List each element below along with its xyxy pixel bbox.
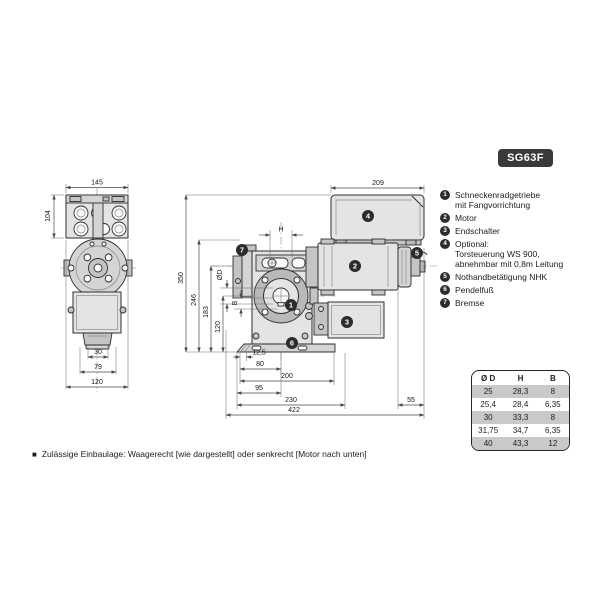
svg-text:2: 2 [353,262,357,271]
legend-item: 1 Schneckenradgetriebe mit Fangvorrichtu… [440,190,600,210]
dim-246: 246 [191,294,198,306]
legend-text-3: Endschalter [455,226,500,236]
legend-item: 7 Bremse [440,298,600,308]
legend-number-1: 1 [440,190,450,200]
legend-item: 3 Endschalter [440,226,600,236]
dim-200: 200 [281,373,293,380]
model-badge: SG63F [498,149,553,167]
svg-text:7: 7 [240,246,244,255]
dim-55: 55 [407,397,415,404]
dim-H: H [278,227,283,234]
dim-30: 30 [94,349,102,356]
svg-text:4: 4 [366,212,371,221]
callout-6: 6 [286,337,298,349]
col-header-b: B [549,374,556,383]
legend: 1 Schneckenradgetriebe mit Fangvorrichtu… [440,190,600,311]
dim-104: 104 [45,210,52,222]
legend-text-1: Schneckenradgetriebe mit Fangvorrichtung [455,190,541,210]
legend-item: 6 Pendelfuß [440,285,600,295]
svg-text:3: 3 [345,318,349,327]
callout-2: 2 [349,260,361,272]
dim-145: 145 [91,180,103,187]
dim-422: 422 [288,407,300,414]
legend-number-6: 6 [440,285,450,295]
legend-number-3: 3 [440,226,450,236]
table-row: 31,75 34,7 6,35 [478,426,561,435]
side-view-drawing: 350 246 183 120 ØD B [178,180,438,419]
dim-B: B [232,300,239,305]
legend-text-4: Optional: Torsteuerung WS 900, abnehmbar… [455,239,564,269]
col-header-h: H [517,374,524,383]
shaft-dimension-table: Ø D H B 25 28,3 8 25,4 28,4 6,35 30 [471,370,570,451]
legend-text-7: Bremse [455,298,485,308]
col-header-d: Ø D [481,374,496,383]
legend-text-6: Pendelfuß [455,285,494,295]
square-bullet-icon: ■ [32,450,37,459]
legend-text-2: Motor [455,213,477,223]
dim-12-5: 12,5 [252,350,266,357]
dim-120-main: 120 [215,321,222,333]
dim-350: 350 [178,272,185,284]
svg-text:6: 6 [290,339,294,348]
dim-120-left: 120 [91,379,103,386]
installation-note: ■ Zulässige Einbaulage: Waagerecht [wie … [32,449,582,460]
callout-4: 4 [362,210,374,222]
table-row: 40 43,3 12 [472,437,569,450]
callout-5: 5 [411,247,423,259]
legend-item: 4 Optional: Torsteuerung WS 900, abnehmb… [440,239,600,269]
legend-number-2: 2 [440,213,450,223]
svg-text:1: 1 [289,301,293,310]
callout-3: 3 [341,316,353,328]
callout-7: 7 [236,244,248,256]
legend-number-4: 4 [440,239,450,249]
legend-item: 2 Motor [440,213,600,223]
dim-230: 230 [285,397,297,404]
dim-OD: ØD [217,270,224,281]
table-row: 25 28,3 8 [472,385,569,398]
legend-item: 5 Nothandbetätigung NHK [440,272,600,282]
legend-number-7: 7 [440,298,450,308]
table-row: 25,4 28,4 6,35 [480,400,561,409]
dim-183: 183 [203,306,210,318]
callout-1: 1 [285,299,297,311]
dim-80: 80 [256,361,264,368]
table-row: 30 33,3 8 [472,411,569,424]
dim-209: 209 [372,180,384,187]
svg-text:5: 5 [415,249,419,258]
dim-79: 79 [94,364,102,371]
front-view-drawing: 145 104 30 79 120 [45,180,136,392]
note-text: Zulässige Einbaulage: Waagerecht [wie da… [41,449,367,459]
legend-number-5: 5 [440,272,450,282]
dim-95: 95 [255,385,263,392]
legend-text-5: Nothandbetätigung NHK [455,272,548,282]
table-header-row: Ø D H B [472,371,569,385]
